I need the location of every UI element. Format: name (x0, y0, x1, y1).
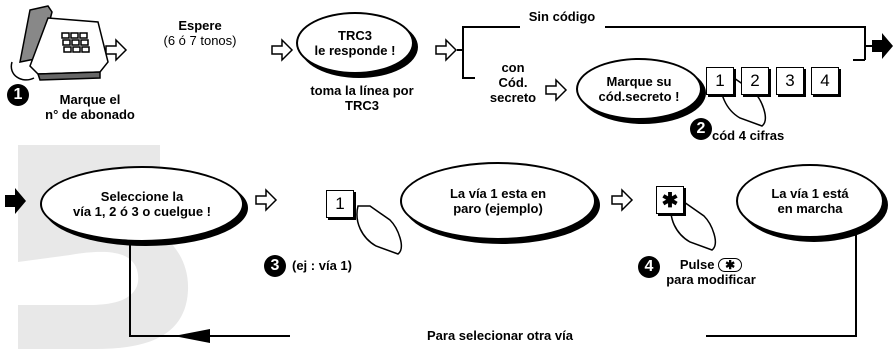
return-label: Para selecionar otra vía (300, 328, 700, 343)
bubble-answer: TRC3 le responde ! (296, 12, 414, 74)
finger-icon (356, 205, 402, 255)
wait-label: Espere (6 ó 7 tonos) (163, 18, 237, 48)
step-number-3: 3 (264, 255, 286, 277)
star-key: ✱ (656, 186, 684, 214)
arrow-icon (611, 188, 634, 212)
entry-arrow-icon (5, 188, 26, 214)
key-2: 2 (741, 67, 769, 95)
arrow-icon (255, 188, 278, 212)
star-key-inline: ✱ (718, 258, 743, 272)
arrow-icon (105, 38, 128, 62)
code-digits-label: cód 4 cifras (712, 128, 785, 143)
step-number-2: 2 (690, 118, 712, 140)
exit-arrow-icon (872, 33, 893, 59)
key-example: 1 (326, 190, 354, 218)
return-arrow-icon (174, 329, 210, 343)
finger-icon (670, 201, 716, 251)
arrow-icon (545, 78, 568, 102)
key-3: 3 (776, 67, 804, 95)
no-code-label: Sin código (512, 9, 612, 24)
bubble-dial-code: Marque su cód.secreto ! (576, 58, 702, 120)
takes-line-label: toma la línea por TRC3 (310, 83, 414, 113)
with-code-label: con Cód. secreto (489, 60, 537, 105)
press-label: Pulse ✱ para modificar (666, 257, 756, 287)
step-number-4: 4 (638, 256, 660, 278)
bubble-line-running: La vía 1 está en marcha (736, 164, 884, 238)
arrow-icon (435, 38, 458, 62)
key-4: 4 (811, 67, 839, 95)
bubble-line-stopped: La vía 1 esta en paro (ejemplo) (400, 162, 596, 240)
arrow-icon (271, 38, 294, 62)
step-number-1: 1 (7, 84, 29, 106)
bubble-select-line: Seleccione la vía 1, 2 ó 3 o cuelgue ! (40, 166, 244, 242)
example-label: (ej : vía 1) (292, 258, 352, 273)
step1-label: Marque el n° de abonado (45, 92, 135, 122)
key-1: 1 (706, 67, 734, 95)
